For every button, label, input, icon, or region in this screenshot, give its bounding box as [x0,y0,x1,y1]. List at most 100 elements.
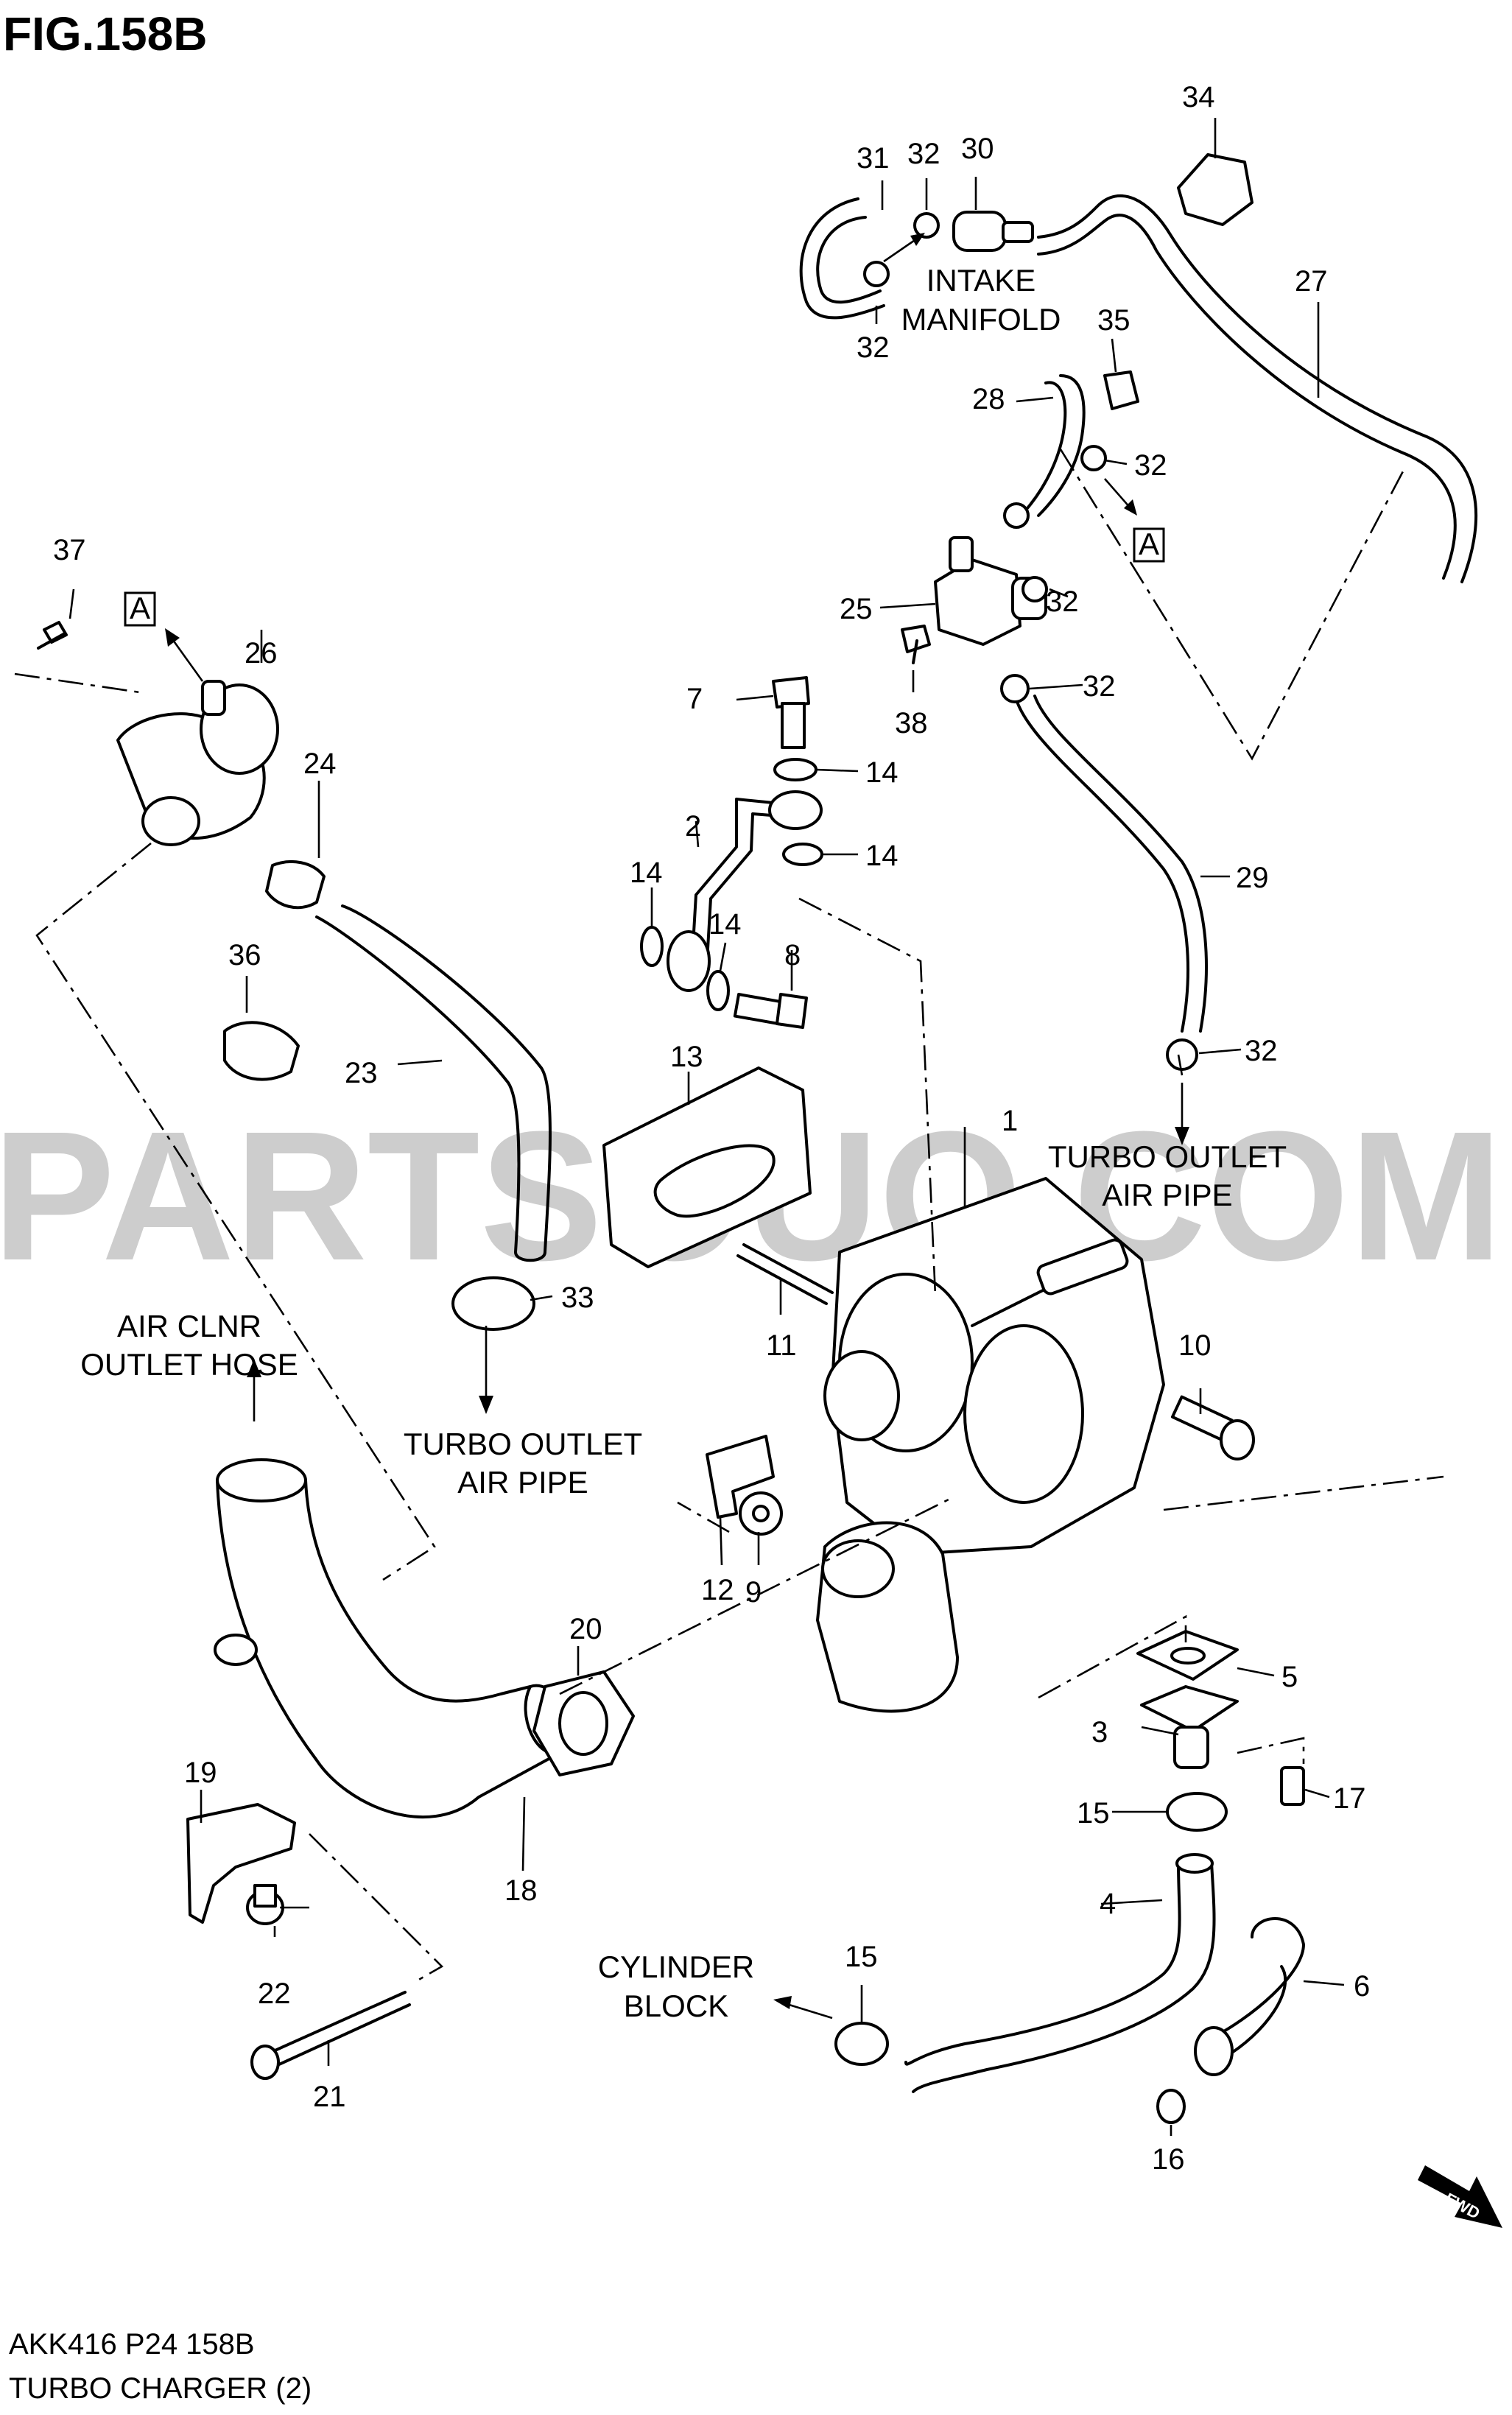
clip-36 [223,1021,300,1081]
clip-35 [1103,370,1139,410]
callout-28: 28 [972,383,1005,415]
callout-4: 4 [1100,1888,1116,1920]
oring-16 [1156,2089,1186,2124]
clip-32-top [863,212,940,287]
bolt-21 [250,1991,411,2080]
callout-22: 22 [258,1978,291,2010]
callout-32: 32 [857,331,890,364]
callout-21: 21 [313,2081,346,2113]
callout-10: 10 [1178,1329,1212,1362]
washers-14 [640,758,823,1011]
label-intake-manifold-1: INTAKE [926,263,1036,298]
bolt-10 [1170,1395,1255,1460]
bolt-37 [37,621,68,650]
label-turbo-outlet-right-1: TURBO OUTLET [1048,1139,1287,1174]
callout-1: 1 [1002,1105,1018,1137]
callout-32: 32 [1134,449,1167,482]
callout-32: 32 [1083,670,1116,703]
label-air-clnr-1: AIR CLNR [117,1309,261,1343]
figure-caption: TURBO CHARGER (2) [9,2372,312,2405]
nut-9 [739,1491,783,1536]
valve-30 [952,211,1034,252]
callout-30: 30 [961,133,994,165]
clip-15-left [834,2022,889,2066]
callout-17: 17 [1333,1782,1366,1815]
callout-12: 12 [701,1574,734,1606]
callout-2: 2 [685,810,701,843]
callout-29: 29 [1236,862,1269,894]
label-turbo-outlet-left-2: AIR PIPE [457,1465,588,1500]
hose-6 [1194,1917,1305,2076]
callout-16: 16 [1152,2143,1185,2176]
callout-14: 14 [865,756,899,789]
stud-11 [736,1243,834,1305]
bolt-8 [733,993,808,1029]
label-turbo-outlet-right-2: AIR PIPE [1102,1178,1232,1212]
leader-lines [68,118,1345,2136]
gasket-5 [1136,1630,1239,1681]
label-cylinder-block-1: CYLINDER [598,1950,754,1984]
clip-15-right [1166,1792,1228,1832]
callout-23: 23 [345,1057,378,1089]
callout-6: 6 [1354,1970,1370,2003]
bracket-12 [706,1435,775,1519]
label-turbo-outlet-left-1: TURBO OUTLET [404,1427,642,1461]
part-callouts: 31 32 30 32 34 27 35 28 32 32 25 38 32 2… [53,81,1370,2176]
clip-33 [451,1276,535,1331]
bolt-22 [246,1884,284,1925]
hose-28 [1026,374,1086,517]
bracket-19 [186,1803,296,1924]
callout-14: 14 [630,857,663,889]
fwd-arrow-badge: FWD [1418,2165,1502,2228]
oil-pipe-2 [667,790,823,992]
callout-33: 33 [561,1282,594,1314]
ref-box-a-right: A [1133,527,1165,563]
figure-title: FIG.158B [3,7,207,60]
turbocharger-1 [816,1177,1165,1713]
callout-35: 35 [1097,304,1131,337]
hose-27 [1037,194,1478,583]
arrows [165,233,1189,2019]
hose-18 [214,1458,577,1818]
figure-code: AKK416 P24 158B [9,2328,255,2360]
hose-23 [315,904,552,1262]
callout-32: 32 [907,138,940,170]
ref-box-a-left: A [124,591,156,627]
callout-25: 25 [840,593,873,625]
callout-27: 27 [1295,265,1328,298]
hose-29 [1015,695,1208,1033]
dash-lines [14,449,1444,1983]
callout-37: 37 [53,534,86,566]
label-cylinder-block-2: BLOCK [624,1989,728,2023]
hose-31 [799,197,885,320]
callout-14: 14 [865,840,899,872]
callout-19: 19 [184,1757,217,1789]
callout-20: 20 [569,1613,602,1645]
destination-labels: INTAKE MANIFOLD TURBO OUTLET AIR PIPE TU… [80,263,1287,2023]
gasket-13 [602,1066,812,1268]
hose-4 [904,1853,1216,2093]
label-air-clnr-2: OUTLET HOSE [80,1347,298,1382]
bolt-38 [901,625,931,664]
callout-32: 32 [1245,1035,1278,1067]
callout-11: 11 [766,1329,797,1362]
svg-text:A: A [130,591,150,625]
callout-32: 32 [1046,586,1079,618]
callout-24: 24 [303,748,337,780]
callout-5: 5 [1281,1661,1298,1693]
pipe-26 [116,680,279,846]
callout-36: 36 [228,939,261,971]
label-intake-manifold-2: MANIFOLD [901,302,1061,337]
callout-7: 7 [686,683,703,715]
callout-9: 9 [745,1576,762,1609]
clip-24 [265,860,326,910]
callout-15: 15 [1077,1797,1110,1829]
callout-13: 13 [670,1041,703,1073]
bolt-17 [1280,1766,1305,1806]
callout-14: 14 [708,908,742,941]
callout-31: 31 [857,142,890,175]
pipe-3 [1140,1685,1239,1769]
clip-34 [1177,153,1253,226]
callout-8: 8 [784,939,801,971]
